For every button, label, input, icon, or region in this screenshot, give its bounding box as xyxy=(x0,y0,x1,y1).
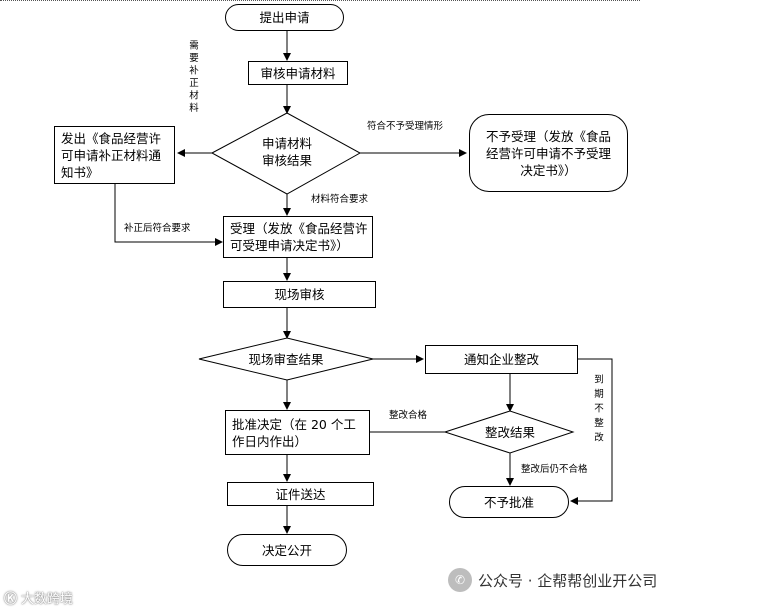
diamond-rectify-result xyxy=(443,410,575,454)
node-start: 提出申请 xyxy=(225,4,344,31)
node-approval: 批准决定（在 20 个工作日内作出） xyxy=(225,410,370,455)
edge-notify-expired-to-no-approval xyxy=(570,358,613,505)
node-review-materials: 审核申请材料 xyxy=(248,61,348,85)
edge-correction-to-accept xyxy=(114,184,223,246)
diamond-review-result xyxy=(210,112,362,195)
watermark-logo-icon: Ⓚ xyxy=(4,592,18,607)
watermark-wechat-text: 公众号 · 企帮帮创业开公司 xyxy=(478,571,658,590)
edge-label-rectified-ok: 整改合格 xyxy=(389,410,428,421)
edge-label-meets-requirements: 材料符合要求 xyxy=(311,194,369,205)
node-onsite-result: 现场审查结果 xyxy=(248,352,324,367)
watermark-corner-text: 大数跨境 xyxy=(21,592,74,607)
edge-label-not-accepted: 符合不予受理情形 xyxy=(367,121,444,132)
node-issue-correction: 发出《食品经营许可申请补正材料通知书》 xyxy=(54,126,175,184)
wechat-icon: ✆ xyxy=(448,568,472,592)
node-accept: 受理（发放《食品经营许可受理申请决定书》） xyxy=(223,216,373,258)
node-onsite-review: 现场审核 xyxy=(223,281,376,308)
node-no-approval: 不予批准 xyxy=(449,486,569,518)
node-reject-acceptance: 不予受理（发放《食品经营许可申请不予受理决定书》） xyxy=(469,114,628,192)
node-certificate-delivery: 证件送达 xyxy=(227,482,374,506)
edge-label-expired-unrectified: 到期不整改 xyxy=(592,374,603,447)
node-review-result: 申请材料 审核结果 xyxy=(261,136,312,168)
watermark-corner: Ⓚ 大数跨境 xyxy=(4,588,73,607)
watermark-wechat: ✆ 公众号 · 企帮帮创业开公司 xyxy=(448,568,657,592)
edge-label-corrected-ok: 补正后符合要求 xyxy=(124,223,191,234)
node-notify-rectify: 通知企业整改 xyxy=(425,345,578,374)
top-divider xyxy=(0,0,640,1)
node-rectify-result: 整改结果 xyxy=(484,425,535,440)
edge-label-need-correction: 需要补正材料 xyxy=(187,40,198,115)
edge-label-still-failing: 整改后仍不合格 xyxy=(521,464,588,475)
diamond-onsite-result xyxy=(198,337,374,381)
node-publish: 决定公开 xyxy=(227,534,347,566)
